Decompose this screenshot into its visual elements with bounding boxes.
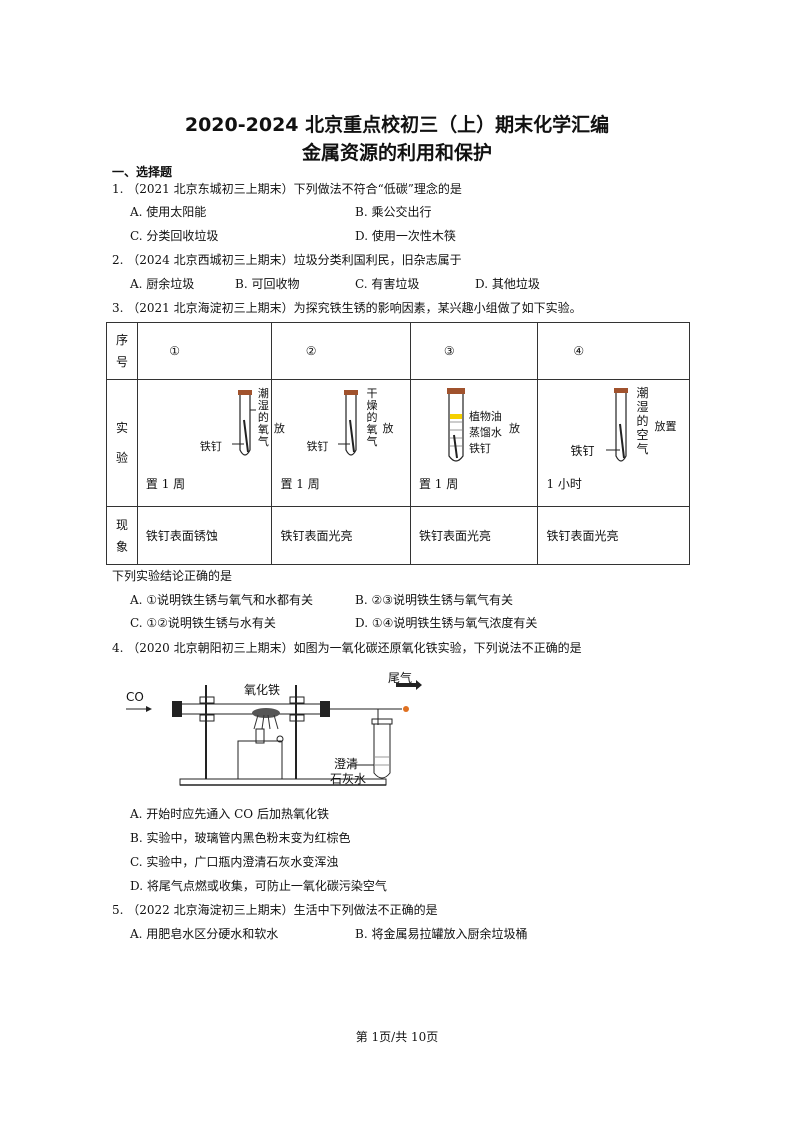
apparatus-diagram-icon [126, 680, 422, 786]
test-tube-2-icon [338, 390, 359, 456]
table-row-head-phenomenon: 现象 [106, 506, 138, 565]
q1-option-c: C. 分类回收垃圾 [130, 229, 219, 243]
phenomenon-cell-2: 铁钉表面光亮 [271, 506, 411, 565]
q1-option-d: D. 使用一次性木筷 [355, 229, 456, 243]
experiment-cell-2: 干燥的氧气 放 铁钉 置 1 周 [271, 379, 411, 507]
tail-gas-label: 尾气 [388, 671, 413, 685]
limewater-label-2: 石灰水 [330, 772, 367, 786]
q4-option-b: B. 实验中，玻璃管内黑色粉末变为红棕色 [130, 831, 351, 845]
document-title: 2020-2024 北京重点校初三（上）期末化学汇编 [184, 114, 610, 136]
co-label: CO [126, 690, 144, 704]
q3-option-b: B. ②③说明铁生锈与氧气有关 [355, 593, 513, 607]
table-row-head-number: 序号 [106, 322, 138, 380]
q2-option-d: D. 其他垃圾 [475, 277, 540, 291]
q2-stem: 2. （2024 北京西城初三上期末）垃圾分类利国利民，旧杂志属于 [112, 253, 462, 267]
q3-option-a: A. ①说明铁生锈与氧气和水都有关 [130, 593, 314, 607]
q5-option-a: A. 用肥皂水区分硬水和软水 [130, 927, 279, 941]
q3-stem: 3. （2021 北京海淀初三上期末）为探究铁生锈的影响因素，某兴趣小组做了如下… [112, 301, 582, 315]
table-cell-num-2: ② [271, 322, 411, 380]
experiment-table: 序号 ① ② ③ ④ 实验 潮湿的氧气 放 铁钉 置 1 周 [106, 322, 690, 565]
limewater-label-1: 澄清 [334, 757, 359, 771]
q3-conclusion-stem: 下列实验结论正确的是 [112, 569, 233, 583]
q4-stem: 4. （2020 北京朝阳初三上期末）如图为一氧化碳还原氧化铁实验，下列说法不正… [112, 641, 582, 655]
q3-option-c: C. ①②说明铁生锈与水有关 [130, 616, 276, 630]
phenomenon-cell-1: 铁钉表面锈蚀 [136, 506, 273, 565]
phenomenon-cell-3: 铁钉表面光亮 [409, 506, 539, 565]
iron-oxide-label: 氧化铁 [244, 683, 281, 697]
test-tube-1-icon [231, 390, 256, 456]
q2-option-a: A. 厨余垃圾 [130, 277, 195, 291]
experiment-cell-3: 植物油 蒸馏水 铁钉 放 置 1 周 [409, 379, 539, 507]
document-subtitle: 金属资源的利用和保护 [301, 142, 492, 164]
test-tube-4-icon [606, 388, 629, 462]
experiment-cell-4: 潮湿的空气 放置 铁钉 1 小时 [537, 379, 690, 507]
q4-option-d: D. 将尾气点燃或收集，可防止一氧化碳污染空气 [130, 879, 387, 893]
q5-option-b: B. 将金属易拉罐放入厨余垃圾桶 [355, 927, 528, 941]
q3-option-d: D. ①④说明铁生锈与氧气浓度有关 [355, 616, 538, 630]
q1-stem: 1. （2021 北京东城初三上期末）下列做法不符合“低碳”理念的是 [112, 182, 462, 196]
table-cell-num-4: ④ [537, 322, 690, 380]
q4-option-a: A. 开始时应先通入 CO 后加热氧化铁 [130, 807, 329, 821]
table-cell-num-1: ① [136, 322, 273, 380]
q1-option-b: B. 乘公交出行 [355, 205, 432, 219]
section-heading: 一、选择题 [112, 165, 173, 179]
test-tube-3-icon [446, 388, 465, 462]
q4-option-c: C. 实验中，广口瓶内澄清石灰水变浑浊 [130, 855, 339, 869]
experiment-cell-1: 潮湿的氧气 放 铁钉 置 1 周 [136, 379, 285, 507]
phenomenon-cell-4: 铁钉表面光亮 [537, 506, 690, 565]
page-footer: 第 1页/共 10页 [355, 1030, 439, 1044]
q5-stem: 5. （2022 北京海淀初三上期末）生活中下列做法不正确的是 [112, 903, 438, 917]
q2-option-c: C. 有害垃圾 [355, 277, 420, 291]
q1-option-a: A. 使用太阳能 [130, 205, 207, 219]
co-reduction-apparatus-figure: CO 氧化铁 尾气 澄清 石灰水 [126, 671, 426, 790]
table-row-head-experiment: 实验 [106, 379, 138, 507]
table-cell-num-3: ③ [409, 322, 539, 380]
q2-option-b: B. 可回收物 [235, 277, 300, 291]
